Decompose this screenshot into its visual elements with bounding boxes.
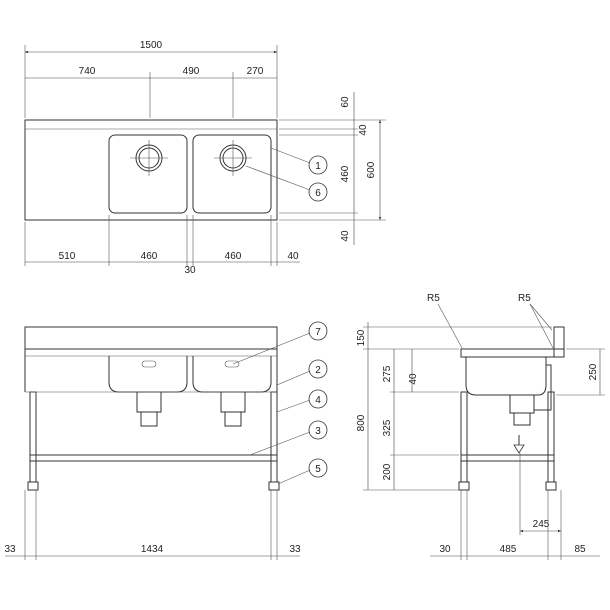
dim-plan-460: 460 <box>340 165 351 182</box>
dim-plan-40b: 40 <box>340 230 351 242</box>
callout-3: 3 <box>308 420 328 440</box>
callout-7: 7 <box>308 321 328 341</box>
dim-plan-740: 740 <box>79 66 96 77</box>
side-crossbar <box>460 454 555 462</box>
label-r5-right: R5 <box>518 293 531 304</box>
dim-side-275: 275 <box>382 365 393 382</box>
dim-plan-270: 270 <box>247 66 264 77</box>
plan-outline <box>24 119 278 221</box>
front-top <box>24 326 278 350</box>
side-bowl <box>465 357 547 396</box>
dim-side-325: 325 <box>382 419 393 436</box>
side-backsplash <box>553 326 565 358</box>
side-top <box>460 348 565 358</box>
front-bowl-left <box>108 356 188 393</box>
svg-text:6: 6 <box>315 188 321 199</box>
dim-plan-510: 510 <box>59 251 76 262</box>
svg-text:4: 4 <box>315 395 321 406</box>
svg-text:3: 3 <box>315 426 321 437</box>
dim-side-40: 40 <box>408 373 419 385</box>
callout-5: 5 <box>308 458 328 478</box>
callout-4: 4 <box>308 389 328 409</box>
dim-side-485: 485 <box>500 544 517 555</box>
plan-view: 1500 740 490 270 510 460 460 40 30 60 40… <box>24 40 386 276</box>
label-r5-left: R5 <box>427 293 440 304</box>
front-bowl-right <box>192 356 272 393</box>
svg-text:5: 5 <box>315 464 321 475</box>
svg-text:1: 1 <box>315 161 321 172</box>
plan-drain-left <box>130 140 168 176</box>
dim-plan-40a: 40 <box>358 124 369 136</box>
callout-2: 2 <box>308 359 328 379</box>
front-view: 33 1434 33 7 2 4 3 5 <box>4 321 328 560</box>
dim-plan-overall: 1500 <box>140 40 163 51</box>
dim-plan-460b: 460 <box>225 251 242 262</box>
side-view: R5 R5 150 800 275 40 325 200 250 245 <box>356 293 605 560</box>
svg-text:7: 7 <box>315 327 321 338</box>
dim-side-245: 245 <box>533 519 550 530</box>
front-trap-left <box>136 391 162 427</box>
side-leg-front <box>460 391 468 483</box>
dim-plan-60: 60 <box>340 96 351 108</box>
dim-plan-600: 600 <box>366 161 377 178</box>
dim-side-150: 150 <box>356 329 367 346</box>
dim-front-33-right: 33 <box>289 544 301 555</box>
dim-front-33-left: 33 <box>4 544 16 555</box>
dim-side-250: 250 <box>588 363 599 380</box>
dim-side-30: 30 <box>439 544 451 555</box>
dim-plan-40: 40 <box>287 251 299 262</box>
front-trap-right <box>220 391 246 427</box>
plan-bowl-right <box>192 134 272 214</box>
plan-bowl-left <box>108 134 188 214</box>
dim-side-85: 85 <box>574 544 586 555</box>
dim-front-1434: 1434 <box>141 544 164 555</box>
front-crossbar <box>29 454 278 462</box>
callout-6: 6 <box>308 182 328 202</box>
callout-1: 1 <box>308 155 328 175</box>
dim-plan-490: 490 <box>183 66 200 77</box>
dim-plan-460a: 460 <box>141 251 158 262</box>
front-leg-left <box>29 391 37 483</box>
front-leg-right <box>270 391 278 483</box>
svg-text:2: 2 <box>315 365 321 376</box>
plan-drain-right <box>214 140 252 176</box>
dim-plan-30: 30 <box>184 265 196 276</box>
dim-side-800: 800 <box>356 414 367 431</box>
dim-side-200: 200 <box>382 463 393 480</box>
